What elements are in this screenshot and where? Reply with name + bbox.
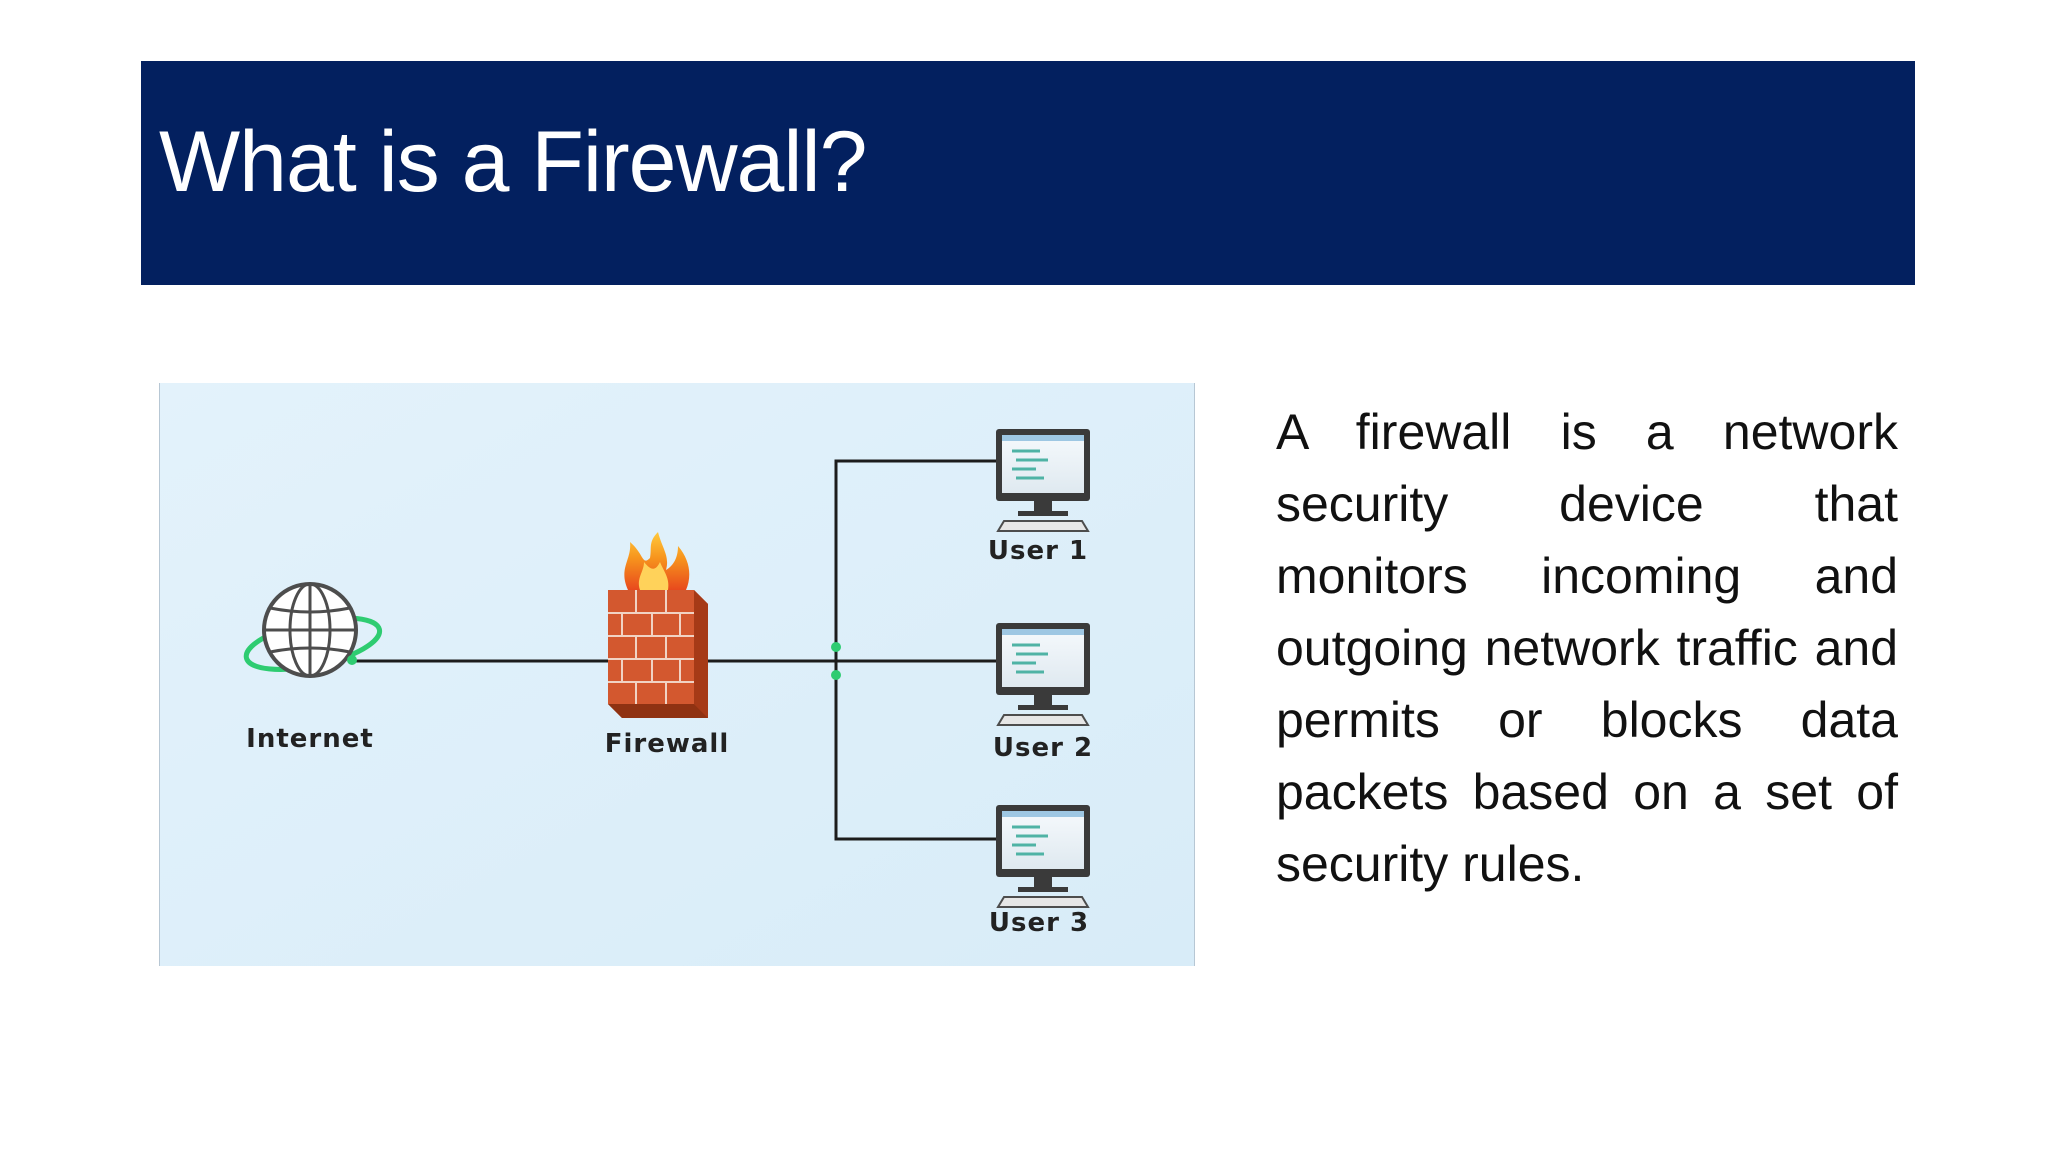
computer-icon: [996, 623, 1090, 726]
firewall-icon: [608, 532, 708, 718]
slide-title: What is a Firewall?: [159, 114, 867, 210]
network-connectors: [356, 459, 996, 841]
firewall-label: Firewall: [605, 729, 730, 759]
switch-to-user3-line: [834, 661, 996, 841]
title-bar: What is a Firewall?: [141, 61, 1915, 285]
junction-marker: [831, 642, 841, 680]
internet-label: Internet: [246, 724, 374, 754]
diagram-canvas: Internet: [160, 383, 1194, 966]
switch-to-user1-line: [834, 459, 996, 661]
user1-label: User 1: [988, 536, 1088, 566]
computer-icon: [996, 429, 1090, 532]
firewall-definition-text: A firewall is a network security device …: [1276, 404, 1898, 892]
user2-label: User 2: [993, 733, 1093, 763]
firewall-diagram: Internet: [159, 383, 1195, 966]
globe-icon: [243, 582, 383, 678]
user3-label: User 3: [989, 908, 1089, 938]
computer-icon: [996, 805, 1090, 908]
